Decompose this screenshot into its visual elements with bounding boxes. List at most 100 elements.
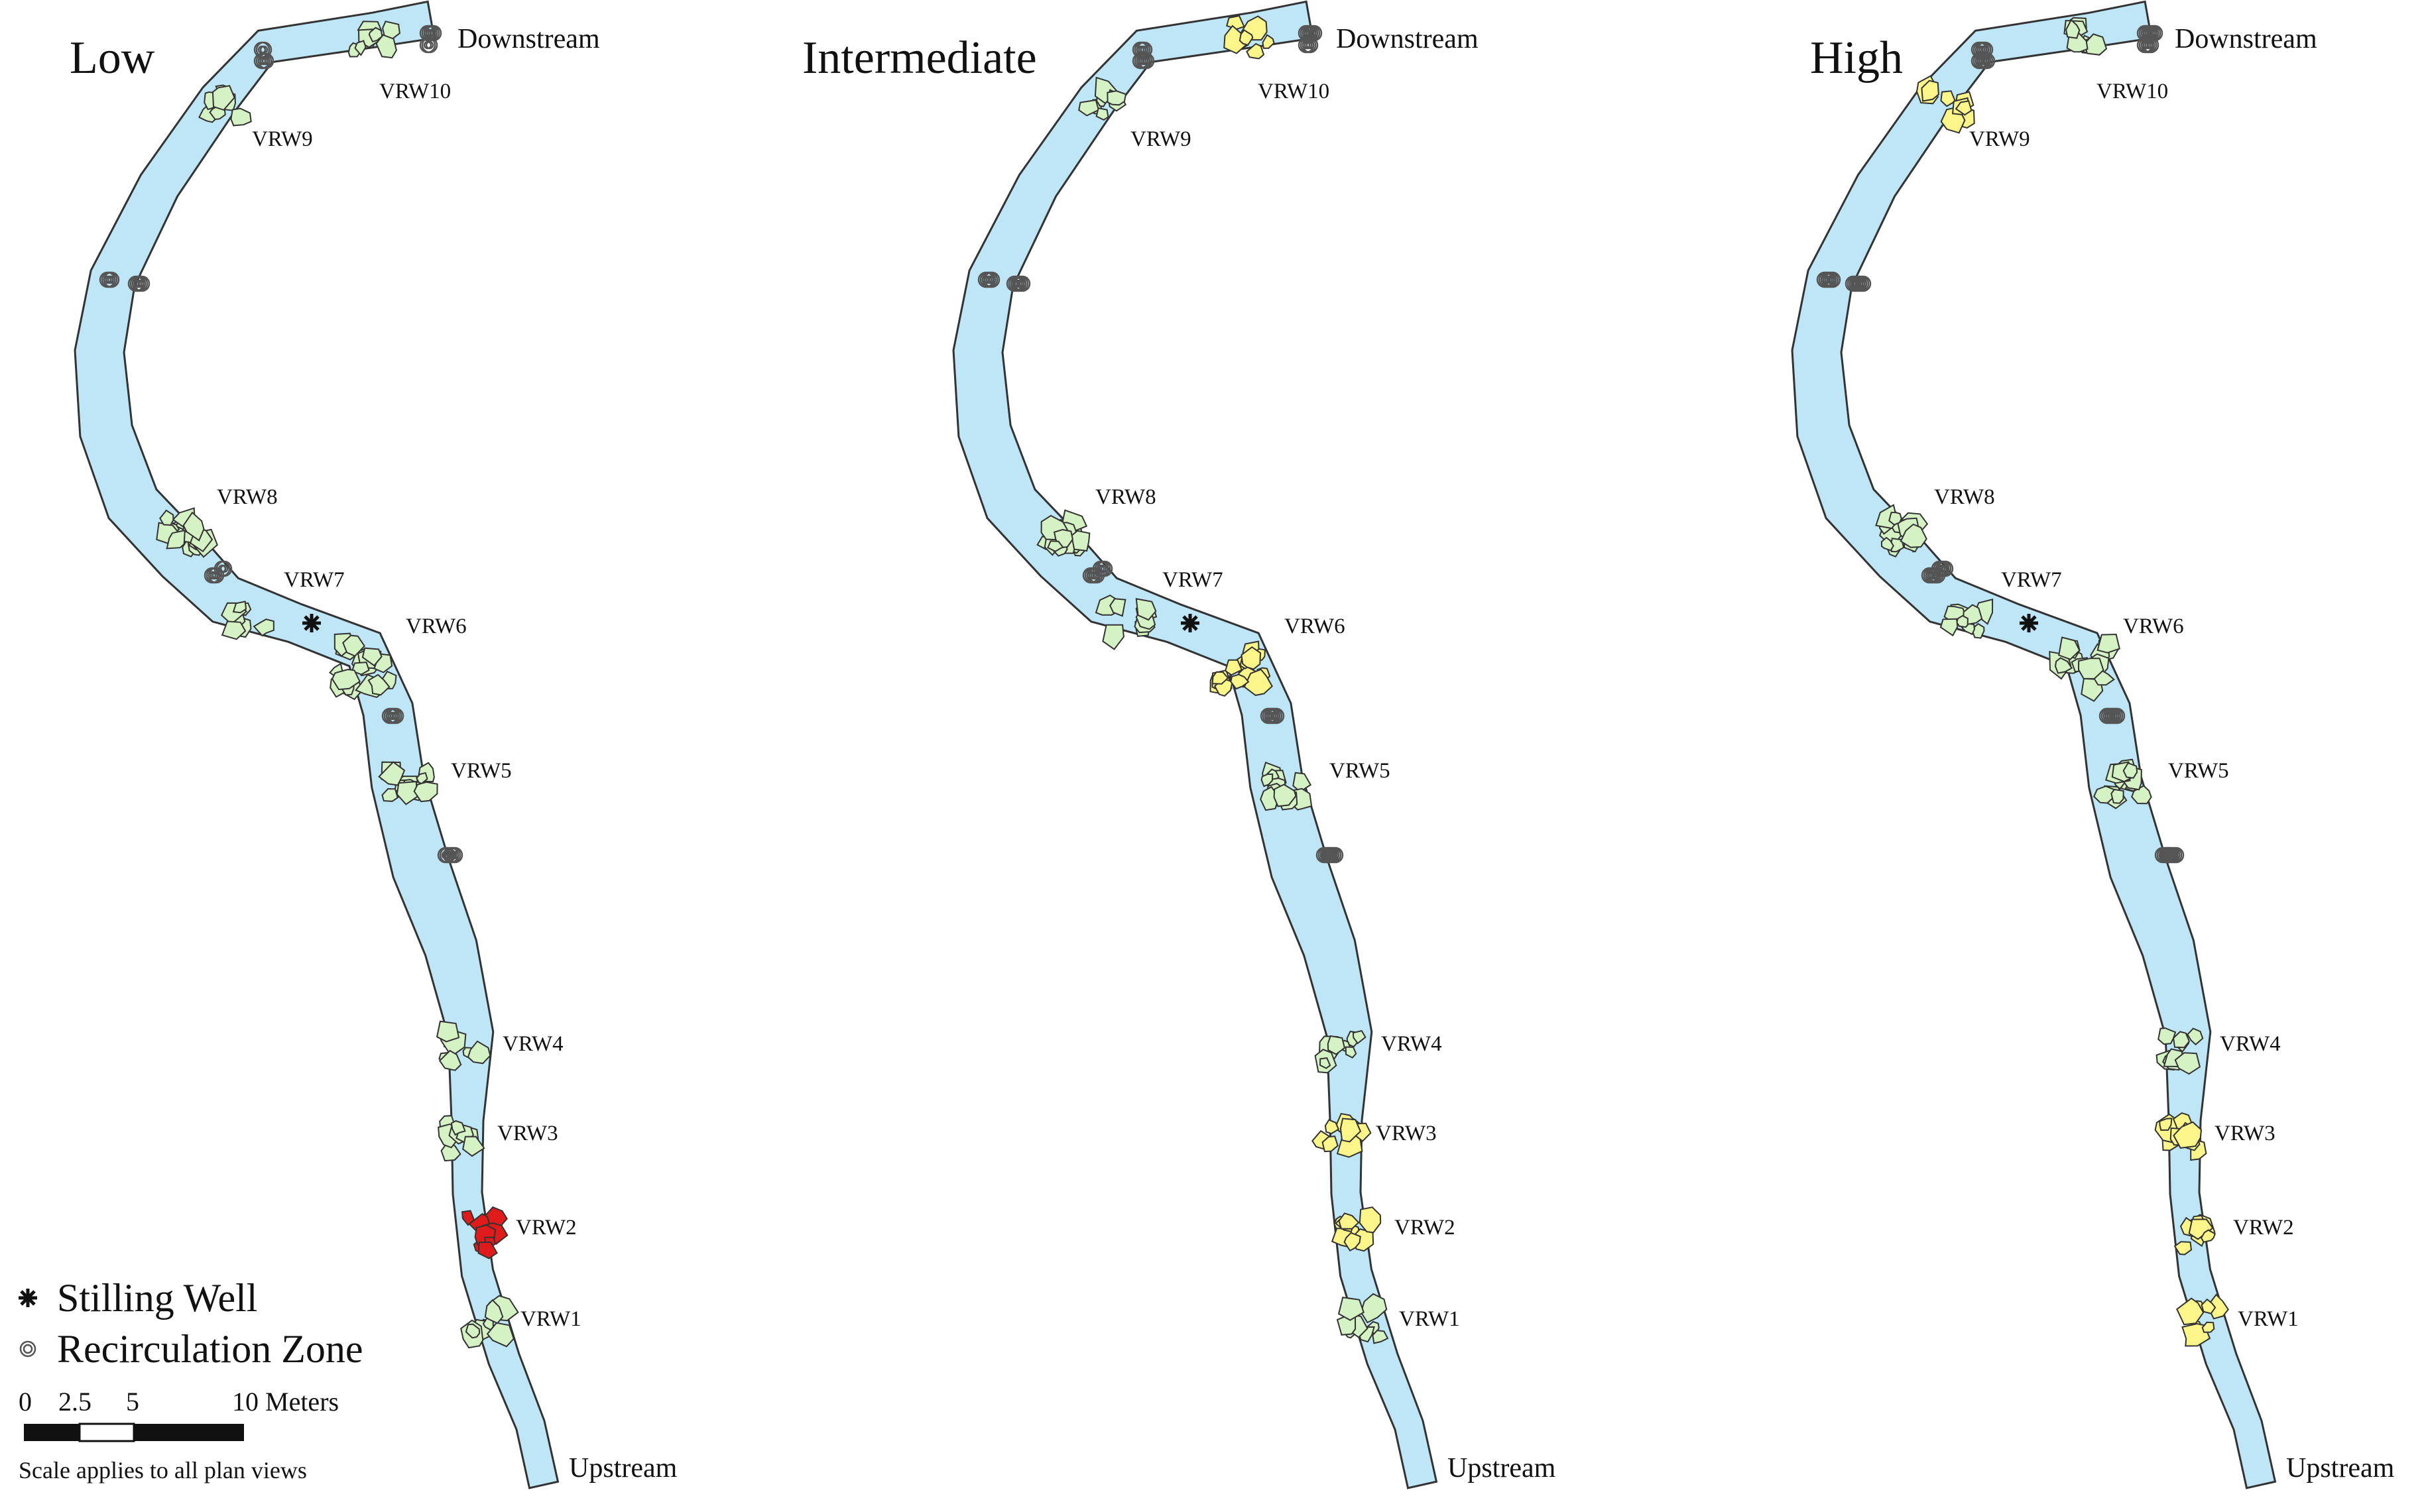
rock-weir-vrw6 <box>329 632 397 701</box>
recirculation-zone-marker <box>127 275 151 292</box>
stilling-well-icon <box>1181 614 1199 632</box>
rock-weir-vrw2 <box>461 1206 509 1259</box>
rock-weir-vrw3 <box>2154 1112 2207 1161</box>
map-panel-high: VRW10VRW9VRW8VRW7VRW6VRW5VRW4VRW3VRW2VRW… <box>1791 0 2395 1489</box>
rock-weir-vrw4 <box>2155 1027 2204 1075</box>
rock-weir-vrw8 <box>1875 504 1929 558</box>
rock-weir-vrw3 <box>1311 1112 1372 1158</box>
river-channel <box>74 0 560 1489</box>
rock-weir-vrw4 <box>436 1020 491 1071</box>
recirculation-zone-marker <box>1971 52 1996 70</box>
well-label-vrw5: VRW5 <box>2168 759 2229 783</box>
recirculation-zone-marker <box>442 846 463 864</box>
well-label-vrw8: VRW8 <box>1095 485 1156 509</box>
well-label-vrw8: VRW8 <box>217 485 278 509</box>
recirculation-zone-marker <box>381 707 404 725</box>
panel-title: High <box>1810 32 1903 84</box>
downstream-label: Downstream <box>1336 24 1479 54</box>
rock-weir-vrw1 <box>2176 1293 2229 1347</box>
rock-weir-vrw9 <box>198 84 252 127</box>
well-label-vrw9: VRW9 <box>252 127 313 151</box>
well-label-vrw6: VRW6 <box>406 614 467 638</box>
scale-tick-2-5: 2.5 <box>58 1387 91 1417</box>
well-label-vrw3: VRW3 <box>1376 1122 1437 1145</box>
well-label-vrw3: VRW3 <box>497 1122 558 1145</box>
stilling-well-icon <box>2020 614 2038 632</box>
recirculation-zone-marker <box>2159 846 2185 864</box>
recirculation-zone-marker <box>1132 52 1155 70</box>
recirculation-zone-marker <box>1321 846 1344 864</box>
rock-weir-vrw3 <box>438 1115 485 1162</box>
well-label-vrw2: VRW2 <box>516 1216 577 1240</box>
well-label-vrw7: VRW7 <box>1162 568 1223 592</box>
rock-weir-vrw8 <box>156 507 218 558</box>
well-label-vrw4: VRW4 <box>503 1032 564 1056</box>
recirculation-zone-marker <box>1006 275 1031 292</box>
rock-weir-vrw10 <box>347 21 400 59</box>
recirculation-zone-marker <box>419 25 442 42</box>
well-label-vrw7: VRW7 <box>284 568 345 592</box>
scale-tick-5: 5 <box>126 1387 139 1417</box>
recirculation-zone-marker <box>1082 567 1105 584</box>
rock-weir-vrw9 <box>1915 75 1975 134</box>
rock-weir-vrw8 <box>1036 509 1091 557</box>
well-label-vrw9: VRW9 <box>1969 127 2030 151</box>
downstream-label: Downstream <box>2175 24 2317 54</box>
legend-recirculation-zone-label: Recirculation Zone <box>57 1327 363 1371</box>
well-label-vrw10: VRW10 <box>2096 80 2168 103</box>
rock-weir-vrw6 <box>2049 633 2120 702</box>
upstream-label: Upstream <box>2286 1453 2395 1483</box>
recirculation-zone-marker <box>99 271 120 288</box>
rock-weir-vrw1 <box>460 1295 519 1349</box>
well-label-vrw10: VRW10 <box>1258 80 1329 103</box>
well-label-vrw5: VRW5 <box>451 759 512 783</box>
recirculation-zone-marker <box>204 567 225 584</box>
rock-weir-vrw5 <box>378 761 438 805</box>
recirculation-zone-marker <box>1816 271 1841 288</box>
rock-weir-vrw2 <box>2173 1214 2216 1255</box>
rock-weir-vrw9 <box>1078 76 1127 121</box>
recirculation-zone-marker <box>1260 707 1285 725</box>
recirculation-zone-marker <box>1845 275 1872 292</box>
recirculation-zone-marker <box>1921 567 1946 584</box>
rock-weir-vrw4 <box>1314 1029 1366 1074</box>
rock-weir-vrw10 <box>1223 15 1275 60</box>
upstream-label: Upstream <box>1447 1453 1556 1483</box>
river-channel <box>952 0 1438 1489</box>
well-label-vrw5: VRW5 <box>1329 759 1390 783</box>
well-label-vrw1: VRW1 <box>520 1307 581 1331</box>
scale-tick-0: 0 <box>19 1387 32 1417</box>
well-label-vrw3: VRW3 <box>2215 1122 2276 1145</box>
well-label-vrw9: VRW9 <box>1130 127 1191 151</box>
recirculation-zone-icon <box>19 1340 36 1358</box>
well-label-vrw4: VRW4 <box>2220 1032 2281 1056</box>
well-label-vrw1: VRW1 <box>1399 1307 1460 1331</box>
well-label-vrw4: VRW4 <box>1381 1032 1442 1056</box>
recirculation-zone-marker <box>1298 36 1319 54</box>
scale-tick-10-meters: 10 Meters <box>232 1387 339 1417</box>
map-panel-intermediate: VRW10VRW9VRW8VRW7VRW6VRW5VRW4VRW3VRW2VRW… <box>802 0 1556 1489</box>
recirculation-zone-marker <box>419 36 438 54</box>
stilling-well-icon <box>302 614 321 632</box>
rock-weir-vrw5 <box>1260 761 1313 811</box>
rock-weir-vrw7 <box>1095 594 1158 650</box>
upstream-label: Upstream <box>569 1453 678 1483</box>
recirculation-zone-marker <box>2098 707 2126 725</box>
well-label-vrw8: VRW8 <box>1934 485 1995 509</box>
rock-weir-vrw6 <box>1209 640 1273 697</box>
recirculation-zone-marker <box>2136 25 2163 42</box>
recirculation-zone-marker <box>253 52 274 70</box>
well-label-vrw6: VRW6 <box>1284 614 1345 638</box>
downstream-label: Downstream <box>457 24 600 54</box>
rock-weir-vrw10 <box>2063 17 2108 56</box>
well-label-vrw7: VRW7 <box>2001 568 2062 592</box>
well-label-vrw6: VRW6 <box>2123 614 2184 638</box>
panel-title: Low <box>70 32 155 84</box>
river-channel <box>1791 0 2277 1489</box>
stilling-well-icon <box>19 1289 37 1307</box>
legend-stilling-well-label: Stilling Well <box>57 1276 257 1320</box>
panel-title: Intermediate <box>802 32 1037 84</box>
well-label-vrw1: VRW1 <box>2238 1307 2299 1331</box>
rock-weir-vrw5 <box>2093 758 2152 809</box>
